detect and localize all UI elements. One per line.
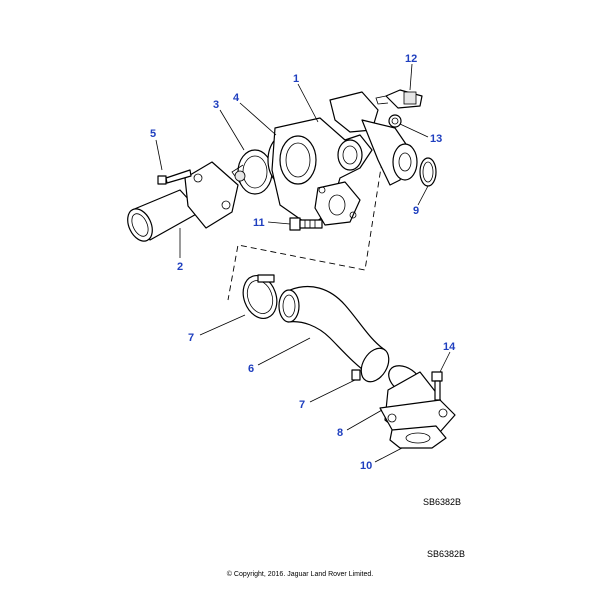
o-ring-part-9 xyxy=(419,157,437,187)
outlet-pipe-part-2 xyxy=(127,161,239,242)
thermostat-housing-part-1 xyxy=(271,91,418,227)
leader-3 xyxy=(219,109,245,151)
leader-10 xyxy=(374,447,403,463)
leader-11 xyxy=(267,221,291,225)
leader-9 xyxy=(417,185,429,206)
leader-12 xyxy=(409,63,413,91)
callout-14: 14 xyxy=(443,341,456,353)
hose-part-6 xyxy=(278,285,386,376)
callout-2: 2 xyxy=(177,261,183,273)
gasket-part-10 xyxy=(389,425,447,449)
callout-6: 6 xyxy=(248,363,254,375)
callout-7a: 7 xyxy=(188,332,194,344)
diagram-reference-code-footer: SB6382B xyxy=(427,549,465,559)
leader-7a xyxy=(199,314,246,336)
inlet-housing-part-8 xyxy=(379,365,456,436)
hose-clip-upper-part-7 xyxy=(242,274,278,319)
callout-1: 1 xyxy=(293,73,299,85)
callout-11: 11 xyxy=(253,217,265,229)
leader-1 xyxy=(297,83,319,123)
callout-8: 8 xyxy=(337,427,343,439)
leader-5 xyxy=(155,139,163,171)
callout-4: 4 xyxy=(233,92,240,104)
leader-4 xyxy=(239,102,277,136)
callout-5: 5 xyxy=(150,128,156,140)
leader-8 xyxy=(346,409,383,431)
leader-6 xyxy=(257,337,311,366)
leader-7b xyxy=(309,379,356,403)
washer-part-13 xyxy=(388,114,402,128)
assembly-dashed-line xyxy=(227,141,386,301)
callout-13: 13 xyxy=(430,133,442,145)
callout-3: 3 xyxy=(213,99,219,111)
hose-clip-lower-part-7 xyxy=(351,347,390,383)
copyright-notice: © Copyright, 2016. Jaguar Land Rover Lim… xyxy=(227,570,373,578)
callout-7b: 7 xyxy=(299,399,305,411)
bolt-part-11 xyxy=(289,217,323,231)
callout-9: 9 xyxy=(413,205,419,217)
bolt-part-5 xyxy=(157,169,192,185)
bolt-part-14 xyxy=(431,371,443,401)
temperature-sensor-part-12 xyxy=(375,89,423,109)
diagram-reference-code: SB6382B xyxy=(423,497,461,507)
leader-13 xyxy=(399,123,429,138)
callout-12: 12 xyxy=(405,53,417,65)
callout-10: 10 xyxy=(360,460,372,472)
leader-14 xyxy=(439,351,451,373)
